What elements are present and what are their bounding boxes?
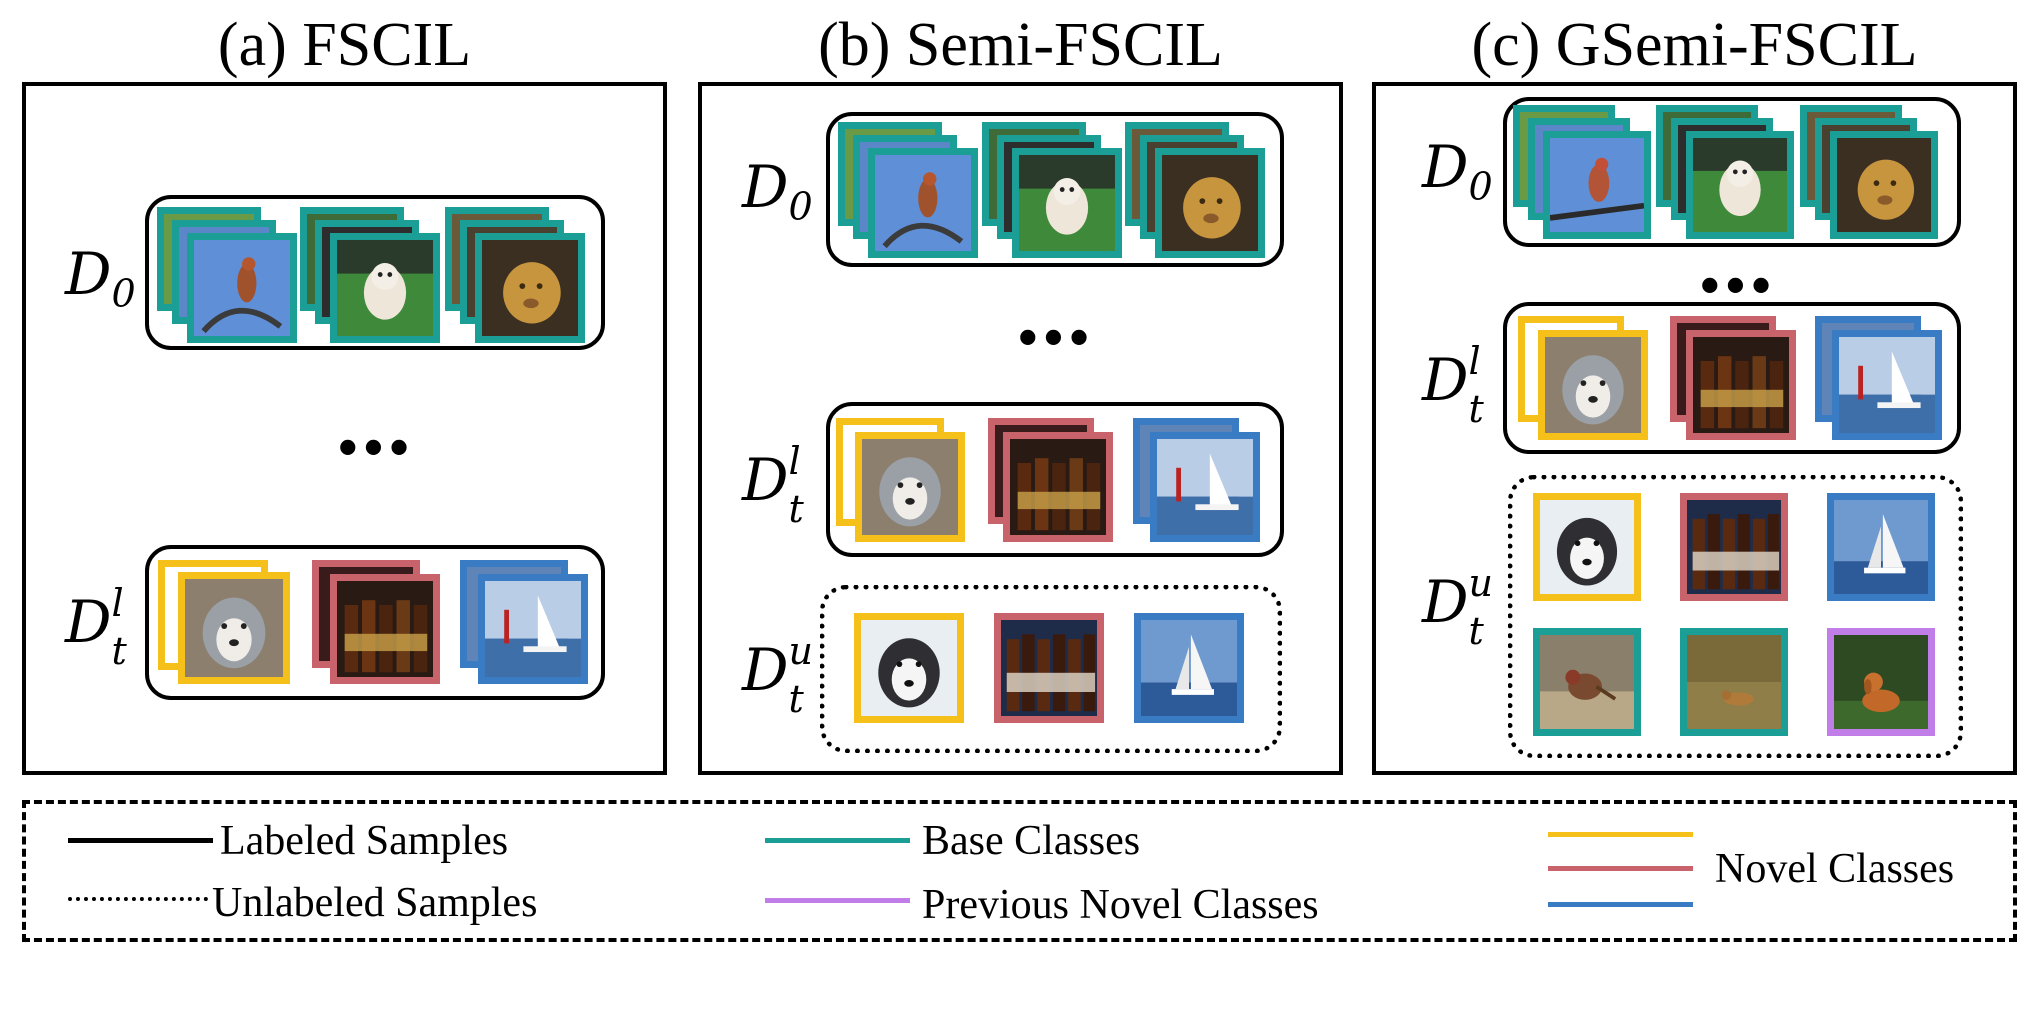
dog-image: [1012, 148, 1122, 258]
husky-image: [1533, 493, 1641, 601]
previous-novel-dog-image: [1827, 628, 1935, 736]
novel-labeled-group: [826, 402, 1284, 557]
sailboat-image: [1832, 330, 1942, 440]
panel-c-title: (c) GSemi-FSCIL: [1471, 11, 1918, 79]
legend-previous-novel-text: Previous Novel Classes: [922, 882, 1319, 928]
bottles-image: [994, 613, 1104, 723]
husky-image: [178, 572, 290, 684]
bird-image: [187, 233, 297, 343]
base-animal-unlabeled-image: [1680, 628, 1788, 736]
lion-image: [475, 233, 585, 343]
dog-image: [330, 233, 440, 343]
legend-unlabeled-line: [68, 897, 208, 901]
husky-image: [854, 613, 964, 723]
legend-labeled-line: [68, 838, 213, 843]
legend-novel-blue-line: [1548, 902, 1693, 907]
sailboat-image: [1827, 493, 1935, 601]
novel-unlabeled-group: [820, 585, 1282, 753]
bird-image: [1543, 131, 1651, 239]
legend-base-text: Base Classes: [922, 818, 1141, 864]
dog-image: [1686, 131, 1794, 239]
legend: [22, 800, 2017, 942]
legend-novel-text: Novel Classes: [1715, 846, 1955, 892]
legend-base-line: [765, 838, 910, 843]
legend-novel-yellow-line: [1548, 832, 1693, 837]
panel-a-title: (a) FSCIL: [217, 11, 472, 79]
legend-labeled-text: Labeled Samples: [220, 818, 509, 864]
base-session-group: [145, 195, 605, 350]
d0-label: D0: [1422, 133, 1493, 209]
bird-image: [868, 148, 978, 258]
husky-image: [855, 432, 965, 542]
bottles-image: [1003, 432, 1113, 542]
d0-label: D0: [742, 153, 813, 229]
sailboat-image: [478, 574, 588, 684]
ellipsis: •••: [1018, 307, 1095, 369]
bottles-image: [330, 574, 440, 684]
ellipsis: •••: [338, 417, 415, 479]
legend-unlabeled-text: Unlabeled Samples: [212, 880, 538, 926]
lion-image: [1830, 131, 1938, 239]
bottles-image: [1686, 330, 1796, 440]
legend-previous-novel-line: [765, 898, 910, 903]
panel-b-title: (b) Semi-FSCIL: [818, 11, 1223, 79]
novel-labeled-group: [145, 545, 605, 700]
legend-novel-red-line: [1548, 866, 1693, 871]
lion-image: [1155, 148, 1265, 258]
sailboat-image: [1134, 613, 1244, 723]
sailboat-image: [1150, 432, 1260, 542]
d0-label: D0: [65, 240, 136, 316]
novel-unlabeled-group: [1508, 475, 1963, 758]
base-bird-unlabeled-image: [1533, 628, 1641, 736]
husky-image: [1538, 330, 1648, 440]
base-session-group: [826, 112, 1284, 267]
bottles-image: [1680, 493, 1788, 601]
novel-labeled-group: [1503, 302, 1961, 454]
base-session-group: [1503, 97, 1961, 247]
